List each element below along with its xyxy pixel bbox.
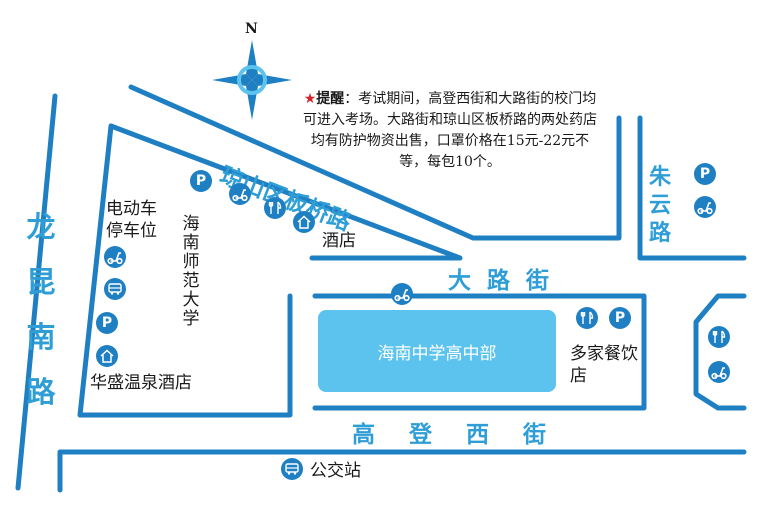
scooter-icon bbox=[104, 246, 126, 268]
restaurant-icon bbox=[708, 326, 730, 348]
scooter-icon bbox=[229, 183, 251, 205]
parking-icon: P bbox=[609, 307, 631, 329]
scooter-icon bbox=[391, 283, 413, 305]
road-longkun-left-edge bbox=[15, 93, 58, 491]
scooter-icon bbox=[694, 196, 716, 218]
compass-rose-icon bbox=[212, 40, 292, 120]
restaurant-icon bbox=[576, 307, 598, 329]
ebike-parking-label: 电动车停车位 bbox=[106, 199, 157, 241]
compass-north-label: N bbox=[245, 21, 258, 37]
road-zhuyun-lower-edge bbox=[693, 293, 747, 411]
notice-heading: 提醒 bbox=[316, 91, 345, 107]
road-triangle-block bbox=[108, 123, 463, 261]
restaurants-label: 多家餐饮店 bbox=[570, 344, 638, 386]
bus-icon bbox=[281, 458, 303, 480]
road-label-dalu: 大路街 bbox=[448, 267, 565, 294]
road-zhuyun-upper-edge bbox=[637, 115, 747, 261]
road-gaodeng-bottom-edge bbox=[57, 449, 747, 493]
road-label-longkun-nan: 龙昆南路 bbox=[26, 210, 56, 409]
road-west-block bbox=[77, 123, 293, 418]
notice-text: ★提醒：考试期间，高登西街和大路街的校门均可进入考场。大路街和琼山区板桥路的两处… bbox=[300, 89, 600, 173]
notice-body: ：考试期间，高登西街和大路街的校门均可进入考场。大路街和琼山区板桥路的两处药店均… bbox=[303, 91, 597, 170]
star-icon: ★ bbox=[303, 91, 317, 107]
huasheng-hotel-label: 华盛温泉酒店 bbox=[90, 373, 192, 393]
parking-icon: P bbox=[190, 170, 212, 192]
school-block: 海南中学高中部 bbox=[318, 310, 556, 392]
hotel-icon bbox=[96, 345, 118, 367]
road-label-gaodeng-xi: 高登西街 bbox=[352, 421, 580, 448]
road-qiongshan-top-edge bbox=[128, 84, 622, 241]
parking-icon: P bbox=[694, 163, 716, 185]
hotel-label: 酒店 bbox=[322, 231, 356, 251]
road-central-block bbox=[312, 293, 647, 411]
school-label: 海南中学高中部 bbox=[377, 343, 497, 364]
normal-univ-label: 海南师范大学 bbox=[182, 214, 200, 329]
parking-icon: P bbox=[96, 312, 118, 334]
scooter-icon bbox=[708, 361, 730, 383]
bus-icon bbox=[104, 278, 126, 300]
restaurant-icon bbox=[264, 197, 286, 219]
hotel-icon bbox=[293, 211, 315, 233]
bus-station-label: 公交站 bbox=[310, 461, 361, 481]
road-label-zhuyun: 朱云路 bbox=[648, 164, 671, 246]
